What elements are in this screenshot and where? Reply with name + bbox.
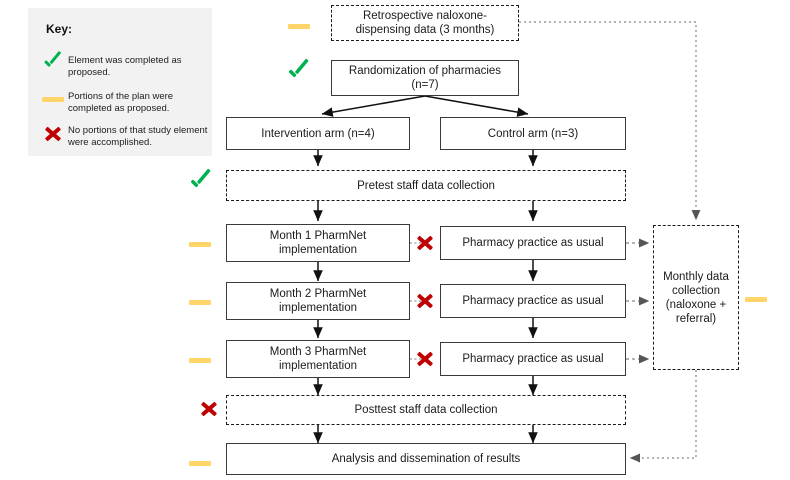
dash-icon (189, 300, 211, 305)
x-icon (38, 124, 68, 148)
check-icon (286, 62, 312, 86)
x-icon (415, 349, 435, 369)
node-monthly-data-collection[interactable]: Monthly data collection (naloxone + refe… (653, 225, 739, 370)
status-marker-usual-1 (415, 233, 435, 258)
dash-icon (745, 297, 767, 302)
check-icon (188, 172, 214, 196)
node-month1-pharmnet[interactable]: Month 1 PharmNet implementation (226, 224, 410, 262)
node-usual-practice-1[interactable]: Pharmacy practice as usual (440, 226, 626, 260)
status-marker-posttest (199, 399, 219, 424)
dash-icon (189, 358, 211, 363)
dash-icon (288, 24, 310, 29)
status-marker-usual-2 (415, 291, 435, 316)
status-marker-month2 (189, 292, 211, 310)
node-month2-pharmnet[interactable]: Month 2 PharmNet implementation (226, 282, 410, 320)
status-marker-retrospective (288, 16, 310, 34)
node-usual-practice-3[interactable]: Pharmacy practice as usual (440, 342, 626, 376)
x-icon (415, 291, 435, 311)
key-title: Key: (46, 22, 73, 36)
node-randomization[interactable]: Randomization of pharmacies (n=7) (331, 60, 519, 96)
key-entry-x-label: No portions of that study element were a… (68, 125, 208, 148)
node-usual-practice-2[interactable]: Pharmacy practice as usual (440, 284, 626, 318)
x-icon (415, 233, 435, 253)
node-posttest-data-collection[interactable]: Posttest staff data collection (226, 395, 626, 425)
key-entry-check: Element was completed as proposed. (38, 54, 210, 78)
status-marker-analysis (189, 453, 211, 471)
key-entry-dash: Portions of the plan were completed as p… (38, 90, 210, 114)
status-marker-month1 (189, 234, 211, 252)
key-entry-x: No portions of that study element were a… (38, 124, 210, 148)
node-control-arm[interactable]: Control arm (n=3) (440, 117, 626, 150)
node-retrospective-data[interactable]: Retrospective naloxone-dispensing data (… (331, 5, 519, 41)
key-panel: Key: Element was completed as proposed. … (28, 8, 212, 156)
dash-icon (38, 90, 68, 106)
x-icon (199, 399, 219, 419)
status-marker-usual-3 (415, 349, 435, 374)
node-analysis-dissemination[interactable]: Analysis and dissemination of results (226, 443, 626, 475)
status-marker-month3 (189, 350, 211, 368)
node-month3-pharmnet[interactable]: Month 3 PharmNet implementation (226, 340, 410, 378)
key-entry-dash-label: Portions of the plan were completed as p… (68, 91, 174, 114)
node-pretest-data-collection[interactable]: Pretest staff data collection (226, 170, 626, 201)
node-intervention-arm[interactable]: Intervention arm (n=4) (226, 117, 410, 150)
status-marker-pretest (190, 174, 212, 199)
check-icon (38, 54, 68, 78)
dash-icon (189, 242, 211, 247)
dash-icon (189, 461, 211, 466)
status-marker-monthly (745, 289, 767, 307)
key-entry-check-label: Element was completed as proposed. (68, 55, 182, 78)
status-marker-randomization (288, 64, 310, 89)
